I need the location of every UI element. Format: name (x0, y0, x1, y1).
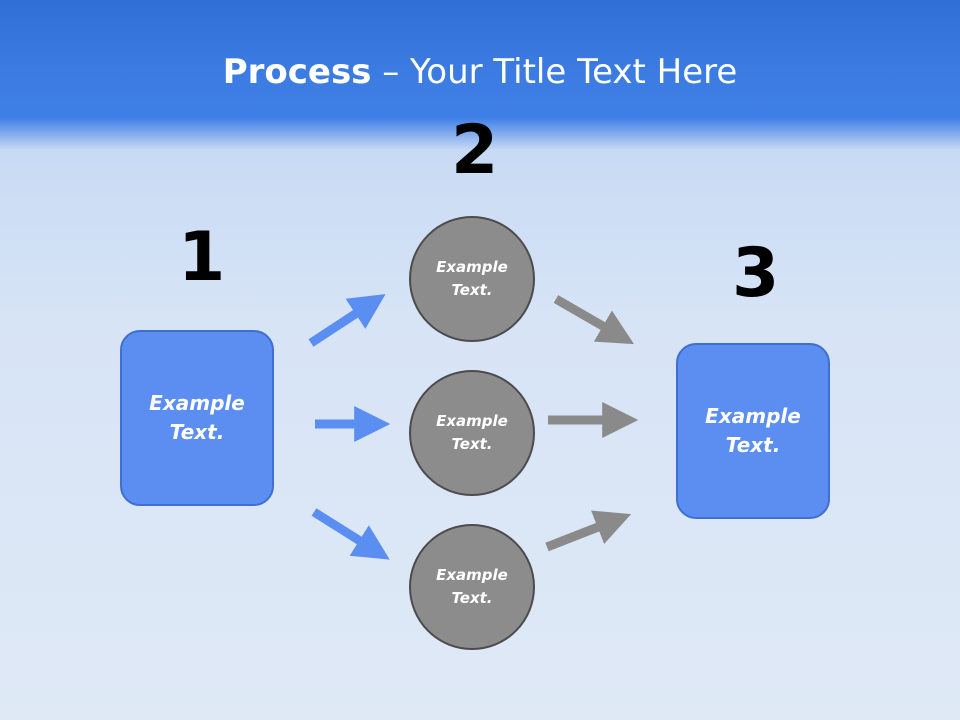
circle-top-line1: Example (436, 258, 508, 276)
arrow-blue-up (308, 294, 386, 347)
right-box-line1: Example (705, 404, 801, 428)
title-bold: Process (222, 52, 372, 92)
circle-bottom-line1: Example (436, 566, 508, 584)
arrow-gray-down (553, 295, 635, 345)
slide-title: Process – Your Title Text Here (0, 52, 960, 92)
left-box-line1: Example (149, 391, 245, 415)
step-number-2: 2 (451, 111, 499, 190)
arrow-blue-down (311, 508, 390, 560)
left-box-line2: Text. (169, 420, 225, 444)
right-box-line2: Text. (725, 433, 781, 457)
circle-bottom-line2: Text. (451, 589, 493, 607)
title-rest: – Your Title Text Here (371, 52, 738, 92)
circle-top-line2: Text. (451, 281, 493, 299)
step-number-3: 3 (732, 234, 780, 313)
arrow-gray-up (545, 510, 632, 552)
circle-middle-line2: Text. (451, 435, 493, 453)
step-number-1: 1 (178, 218, 226, 297)
circle-middle-line1: Example (436, 412, 508, 430)
